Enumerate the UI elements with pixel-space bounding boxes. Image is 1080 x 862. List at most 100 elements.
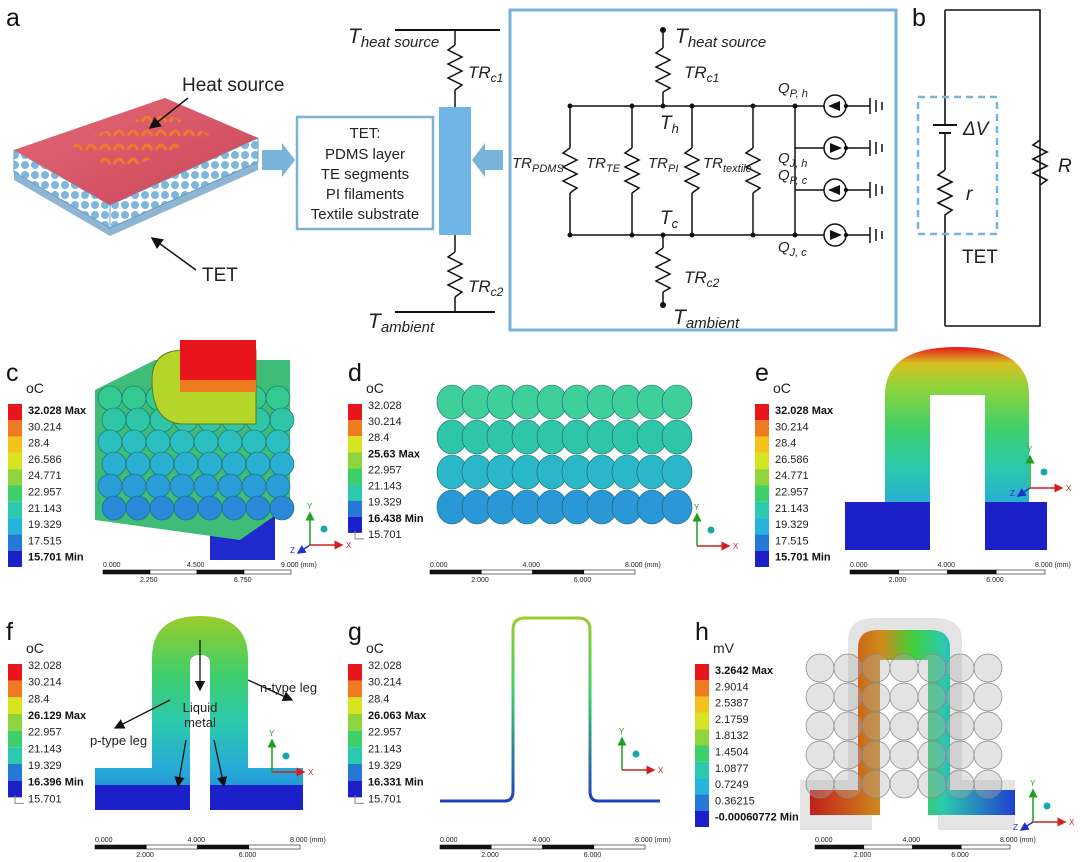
legend-entry: 17.515 bbox=[28, 535, 62, 547]
textile-yarn bbox=[833, 682, 863, 712]
legend-entry: 28.4 bbox=[28, 693, 49, 705]
legend-swatch bbox=[348, 516, 362, 533]
legend-swatch bbox=[695, 761, 709, 779]
legend-swatch bbox=[348, 730, 362, 748]
panel-label-c: c bbox=[6, 359, 19, 387]
legend-swatch bbox=[348, 404, 362, 421]
legend-swatch bbox=[348, 452, 362, 469]
legend-entry: 24.771 bbox=[775, 470, 809, 482]
axis-x-label: X bbox=[1066, 484, 1072, 493]
textile-yarn bbox=[805, 653, 835, 683]
panel-h-model bbox=[800, 618, 1015, 830]
textile-yarn bbox=[805, 711, 835, 741]
textile-yarn bbox=[661, 489, 693, 525]
textile-yarn bbox=[973, 653, 1003, 683]
legend-swatch bbox=[755, 534, 769, 551]
legend-swatch bbox=[695, 664, 709, 681]
textile-yarn bbox=[861, 711, 891, 741]
textile-yarn bbox=[245, 495, 271, 521]
legend-swatch bbox=[755, 436, 769, 453]
scale-top-label: 4.000 bbox=[533, 837, 551, 844]
scale-bottom-label: 6.000 bbox=[239, 852, 257, 859]
panel-e-model bbox=[845, 347, 1047, 550]
textile-yarn bbox=[661, 384, 693, 420]
legend-swatch bbox=[348, 420, 362, 437]
legend-entry: 1.8132 bbox=[715, 730, 749, 742]
textile-yarn bbox=[805, 740, 835, 770]
axis-x-label: X bbox=[658, 766, 664, 775]
box-line-4: Textile substrate bbox=[311, 206, 419, 223]
scale-top-label: 9.000 (mm) bbox=[281, 562, 317, 569]
legend-entry: 15.701 bbox=[368, 793, 402, 805]
textile-yarn bbox=[265, 473, 291, 499]
panel-g-model bbox=[440, 616, 660, 803]
legend-swatch bbox=[695, 680, 709, 697]
textile-yarn bbox=[917, 740, 947, 770]
legend-entry: 21.143 bbox=[28, 503, 62, 515]
legend-swatch bbox=[8, 764, 22, 781]
legend-unit: mV bbox=[713, 640, 735, 656]
textile-yarn bbox=[169, 429, 195, 455]
legend-swatch bbox=[755, 485, 769, 502]
legend-swatch bbox=[8, 518, 22, 535]
tet-device-illustration bbox=[13, 98, 259, 236]
textile-yarn bbox=[269, 451, 295, 477]
panel-c-model bbox=[95, 340, 295, 560]
scale-top-label: 0.000 bbox=[850, 562, 868, 569]
legend-unit: oC bbox=[26, 640, 44, 656]
p-type-label: p-type leg bbox=[90, 733, 147, 748]
scale-bottom-label: 6.000 bbox=[574, 577, 592, 584]
textile-yarn bbox=[241, 429, 267, 455]
textile-yarn bbox=[917, 682, 947, 712]
textile-yarn bbox=[265, 429, 291, 455]
tet-components-box bbox=[295, 115, 435, 231]
delta-v-label: ΔV bbox=[962, 119, 991, 140]
textile-yarn bbox=[833, 740, 863, 770]
legend-swatch bbox=[348, 664, 362, 681]
scale-top-label: 4.500 bbox=[187, 562, 205, 569]
textile-yarn bbox=[945, 711, 975, 741]
box-line-1: PDMS layer bbox=[325, 146, 405, 163]
textile-yarn bbox=[101, 495, 127, 521]
detailed-circuit-box bbox=[508, 8, 898, 332]
textile-yarn bbox=[173, 451, 199, 477]
textile-yarn bbox=[917, 711, 947, 741]
legend-swatch bbox=[8, 747, 22, 764]
legend-entry: 15.701 Min bbox=[775, 552, 831, 564]
axis-triad: XY bbox=[617, 727, 664, 775]
textile-yarn bbox=[169, 473, 195, 499]
axis-x-label: X bbox=[1069, 818, 1075, 827]
legend-entry: 21.143 bbox=[28, 743, 62, 755]
textile-yarn bbox=[265, 385, 291, 411]
axis-y-label: Y bbox=[307, 502, 313, 511]
legend-entry: 26.129 Max bbox=[28, 710, 87, 722]
n-type-label: n-type leg bbox=[260, 680, 317, 695]
textile-yarn bbox=[269, 407, 295, 433]
textile-yarn bbox=[661, 419, 693, 455]
textile-yarn bbox=[241, 473, 267, 499]
legend-entry: 16.331 Min bbox=[368, 777, 424, 789]
textile-yarn bbox=[945, 769, 975, 799]
legend-entry: 2.5387 bbox=[715, 698, 749, 710]
textile-yarn bbox=[193, 429, 219, 455]
legend-entry: 1.0877 bbox=[715, 763, 749, 775]
textile-yarn bbox=[125, 451, 151, 477]
textile-yarn bbox=[861, 740, 891, 770]
textile-yarn bbox=[97, 429, 123, 455]
scale-top-label: 0.000 bbox=[95, 837, 113, 844]
legend-swatch bbox=[348, 714, 362, 731]
scale-top-label: 0.000 bbox=[815, 837, 833, 844]
legend-entry: 32.028 bbox=[28, 660, 62, 672]
legend-entry: 15.701 bbox=[28, 793, 62, 805]
scale-bottom-label: 2.000 bbox=[136, 852, 154, 859]
textile-yarn bbox=[861, 682, 891, 712]
axis-z-label: Z bbox=[1013, 823, 1018, 832]
legend-entry: 19.329 bbox=[28, 760, 62, 772]
legend-unit: oC bbox=[26, 380, 44, 396]
panel-label-g: g bbox=[348, 618, 362, 646]
